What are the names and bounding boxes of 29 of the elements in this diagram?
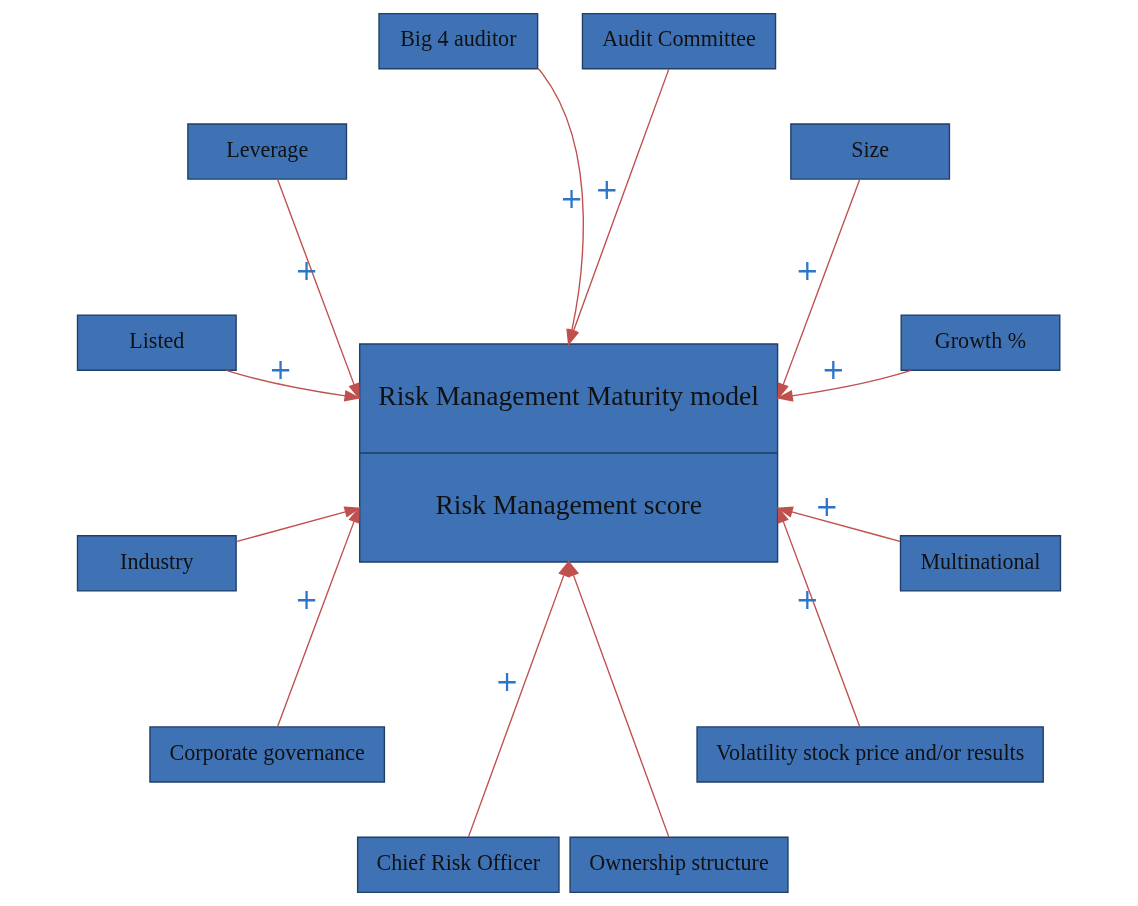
edge-label: + bbox=[495, 664, 519, 698]
edge-label: + bbox=[559, 181, 584, 215]
node-box: Size bbox=[790, 123, 951, 180]
node-box: Audit Committee bbox=[581, 12, 777, 70]
node-box: Big 4 auditor bbox=[378, 12, 539, 70]
arrow bbox=[567, 560, 670, 838]
arrow bbox=[276, 178, 360, 400]
arrow bbox=[776, 506, 901, 543]
arrow bbox=[225, 369, 362, 402]
arrow bbox=[276, 506, 360, 728]
edge-label: + bbox=[795, 254, 819, 288]
node-box: Multinational bbox=[899, 535, 1062, 592]
edge-label: + bbox=[595, 172, 619, 206]
arrow bbox=[777, 178, 861, 400]
edge-label: + bbox=[294, 583, 319, 617]
edge-label: + bbox=[821, 352, 845, 386]
arrow bbox=[235, 506, 361, 543]
node-box: Chief Risk Officer bbox=[356, 836, 560, 894]
node-box: Industry bbox=[76, 535, 237, 592]
node-box: Listed bbox=[76, 314, 237, 371]
node-box: Volatility stock price and/or results bbox=[696, 726, 1044, 783]
node-box: Growth % bbox=[900, 314, 1061, 371]
arrow bbox=[777, 506, 861, 728]
node-box: Leverage bbox=[187, 123, 348, 180]
edge-label: + bbox=[269, 352, 293, 386]
node-box: Corporate governance bbox=[149, 726, 386, 783]
node-box: Ownership structure bbox=[569, 836, 789, 894]
edge-label: + bbox=[815, 490, 839, 524]
arrow bbox=[776, 369, 912, 402]
